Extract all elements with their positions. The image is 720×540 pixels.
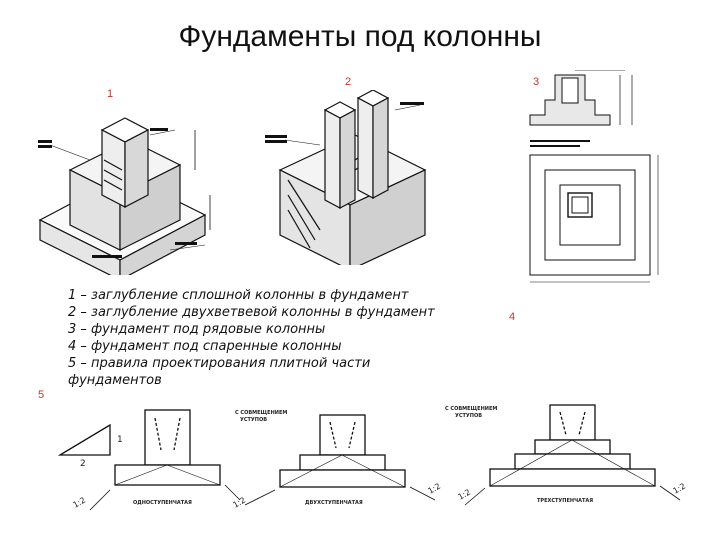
slope-ratio-label: 1:2 bbox=[232, 496, 248, 510]
note-steps-b: УСТУПОВ bbox=[455, 413, 482, 419]
slope-ratio-label: 1:2 bbox=[72, 496, 88, 510]
drawing-slab-design-rules: 1 2 1:2 1:2 1:2 1:2 1:2 ОДНОСТУПЕНЧАТАЯ … bbox=[57, 404, 688, 511]
note-combined-steps-b: С СОВМЕЩЕНИЕМ bbox=[445, 406, 497, 412]
drawing-foundation-plan bbox=[529, 70, 659, 283]
figure-number-2: 2 bbox=[345, 76, 352, 88]
slope-ratio-label: 1:2 bbox=[457, 488, 473, 502]
caption-line: 4 – фундамент под спаренные колонны bbox=[68, 339, 342, 354]
triangle-side-1: 1 bbox=[117, 435, 123, 445]
label-two-step: ДВУХСТУПЕНЧАТАЯ bbox=[305, 500, 363, 506]
slope-ratio-label: 1:2 bbox=[672, 482, 688, 496]
note-steps-a: УСТУПОВ bbox=[240, 417, 267, 423]
caption-line: фундаментов bbox=[68, 373, 162, 388]
drawing-two-branch-column-foundation bbox=[265, 90, 427, 265]
slope-ratio-label: 1:2 bbox=[427, 482, 443, 496]
triangle-side-2: 2 bbox=[80, 459, 86, 469]
caption-line: 2 – заглубление двухветвевой колонны в ф… bbox=[68, 305, 435, 320]
slide-title: Фундаменты под колонны bbox=[178, 20, 542, 53]
figure-number-3: 3 bbox=[533, 76, 540, 88]
caption-line: 3 – фундамент под рядовые колонны bbox=[68, 322, 326, 337]
note-combined-steps-a: С СОВМЕЩЕНИЕМ bbox=[235, 410, 287, 416]
label-one-step: ОДНОСТУПЕНЧАТАЯ bbox=[133, 500, 192, 506]
caption-line: 1 – заглубление сплошной колонны в фунда… bbox=[68, 288, 409, 303]
figure-number-4: 4 bbox=[509, 311, 516, 323]
figure-number-5: 5 bbox=[38, 389, 45, 401]
caption-line: 5 – правила проектирования плитной части bbox=[68, 356, 371, 371]
label-three-step: ТРЕХСТУПЕНЧАТАЯ bbox=[537, 498, 593, 504]
figure-number-1: 1 bbox=[107, 88, 114, 100]
drawing-solid-column-foundation bbox=[38, 117, 211, 275]
caption-list: 1 – заглубление сплошной колонны в фунда… bbox=[68, 287, 488, 389]
